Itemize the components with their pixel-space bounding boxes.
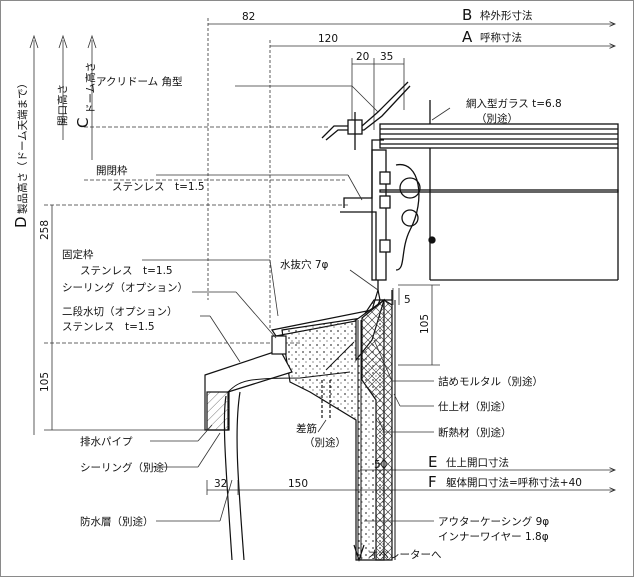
dim-D: D 製品高さ（ドーム天端まで） [12,78,30,228]
label-rebar: 差筋 [296,422,317,435]
label-fixed-frame-material: ステンレス t=1.5 [80,265,173,277]
label-waterproof: 防水層（別途） [80,515,154,528]
label-double-flashing: 二段水切（オプション） [62,305,178,318]
label-inner-wire: インナーワイヤー 1.8φ [438,531,549,543]
svg-text:開口高さ: 開口高さ [56,84,69,126]
dim-105-left: 105 [39,372,51,392]
svg-text:B: B [462,6,472,24]
dim-E: E 仕上開口寸法 [428,453,509,471]
left-dimensions [29,34,350,435]
svg-text:E: E [428,453,437,471]
label-drain-hole: 水抜穴 7φ [280,258,329,271]
label-wire-glass: 網入型ガラス t=6.8 [466,97,562,110]
dim-C: C ドーム高さ [74,62,97,128]
dim-32: 32 [214,478,227,490]
dim-5: 5 [404,294,411,306]
svg-text:枠外形寸法: 枠外形寸法 [480,9,533,22]
dome-and-frame [321,81,619,301]
label-fixed-frame: 固定枠 [62,248,94,261]
dim-opening-height: 開口高さ [56,84,69,126]
dim-120: 120 [318,33,338,45]
label-to-operator: オペレーターへ [368,549,442,561]
svg-text:躯体開口寸法=呼称寸法+40: 躯体開口寸法=呼称寸法+40 [446,476,582,489]
dim-F: F 躯体開口寸法=呼称寸法+40 [428,473,582,491]
svg-text:F: F [428,473,437,491]
label-drain-pipe: 排水パイプ [80,435,133,448]
dim-258: 258 [39,220,51,240]
label-sealing-option: シーリング（オプション） [62,281,188,294]
top-dimensions [207,18,615,330]
label-sealing-separate: シーリング（別途） [80,461,175,474]
right-dimensions [392,284,440,366]
label-insulation: 断熱材（別途） [438,426,512,439]
label-outer-casing: アウターケーシング 9φ [438,515,549,528]
label-finish: 仕上材（別途） [438,400,512,413]
label-acryl-dome: アクリドーム 角型 [96,75,183,88]
label-double-flashing-material: ステンレス t=1.5 [62,321,155,333]
dim-105-right: 105 [419,314,431,334]
curb-structure [204,289,396,562]
label-wire-glass-note: （別途） [476,112,518,125]
dim-150: 150 [288,478,308,490]
dim-35: 35 [380,51,393,63]
leader-lines [142,85,451,522]
svg-text:製品高さ（ドーム天端まで）: 製品高さ（ドーム天端まで） [16,78,29,214]
label-rebar-note: （別途） [304,436,346,449]
svg-text:呼称寸法: 呼称寸法 [480,31,522,44]
svg-text:仕上開口寸法: 仕上開口寸法 [446,456,509,469]
dim-82: 82 [242,11,255,23]
dim-20: 20 [356,51,369,63]
svg-text:A: A [462,28,473,46]
label-open-frame-material: ステンレス t=1.5 [112,181,205,193]
svg-text:D: D [12,216,30,228]
label-open-frame: 開閉枠 [96,164,128,177]
label-mortar: 詰めモルタル（別途） [438,375,543,388]
svg-text:C: C [74,118,92,128]
dim-50: 50 [374,459,387,471]
svg-text:ドーム高さ: ドーム高さ [84,62,97,114]
dim-A: A 呼称寸法 [462,28,522,46]
dim-B: B 枠外形寸法 [462,6,533,24]
